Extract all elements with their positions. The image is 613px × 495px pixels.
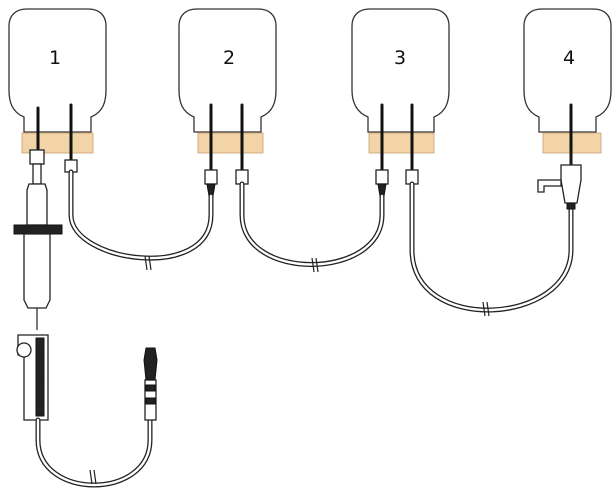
bottle-4: 4 [523,8,612,154]
bottle-1-stopper [21,132,94,154]
connector-collars [64,159,419,197]
roller-clamp-track [35,337,45,417]
bottle-3: 3 [351,8,450,154]
tubing [68,169,574,317]
luer-connector-grip [145,384,156,392]
drip-chamber-lower [23,233,51,309]
bottle-3-body [351,8,450,133]
air-vent [537,150,582,210]
administration-set [13,149,158,488]
tube-2-to-3-clip [311,257,315,273]
bottle-2-stopper [197,132,264,154]
collar-3a [375,169,389,185]
bottle-2: 2 [178,8,277,154]
air-vent-side-port [537,179,562,193]
bottle-1: 1 [8,8,107,154]
bottle-2-body [178,8,277,133]
drip-chamber-band [13,224,63,235]
tube-3-to-4-clip [482,301,486,317]
air-vent-body [560,164,582,204]
tube-1-to-2-clip [144,255,148,271]
needles [36,103,573,182]
tube-3-to-4 [409,181,574,313]
air-vent-tip [566,202,576,210]
luer-connector-cap [143,347,158,381]
bottle-3-label: 3 [394,47,406,69]
roller-clamp-wheel [16,342,32,358]
bottle-1-body [8,8,107,133]
bottle-1-label: 1 [49,47,61,69]
patient-line-clip [89,469,93,485]
bottle-2-label: 2 [223,47,235,69]
bottle-3-stopper [368,132,435,154]
bottle-4-body [523,8,612,133]
spike-hub [29,149,45,165]
tube-1-to-2 [68,169,214,261]
collar-2a [204,169,218,185]
spike-shaft [32,163,42,185]
patient-line [35,417,153,488]
drip-chamber [26,183,48,226]
bottle-4-label: 4 [563,47,575,69]
